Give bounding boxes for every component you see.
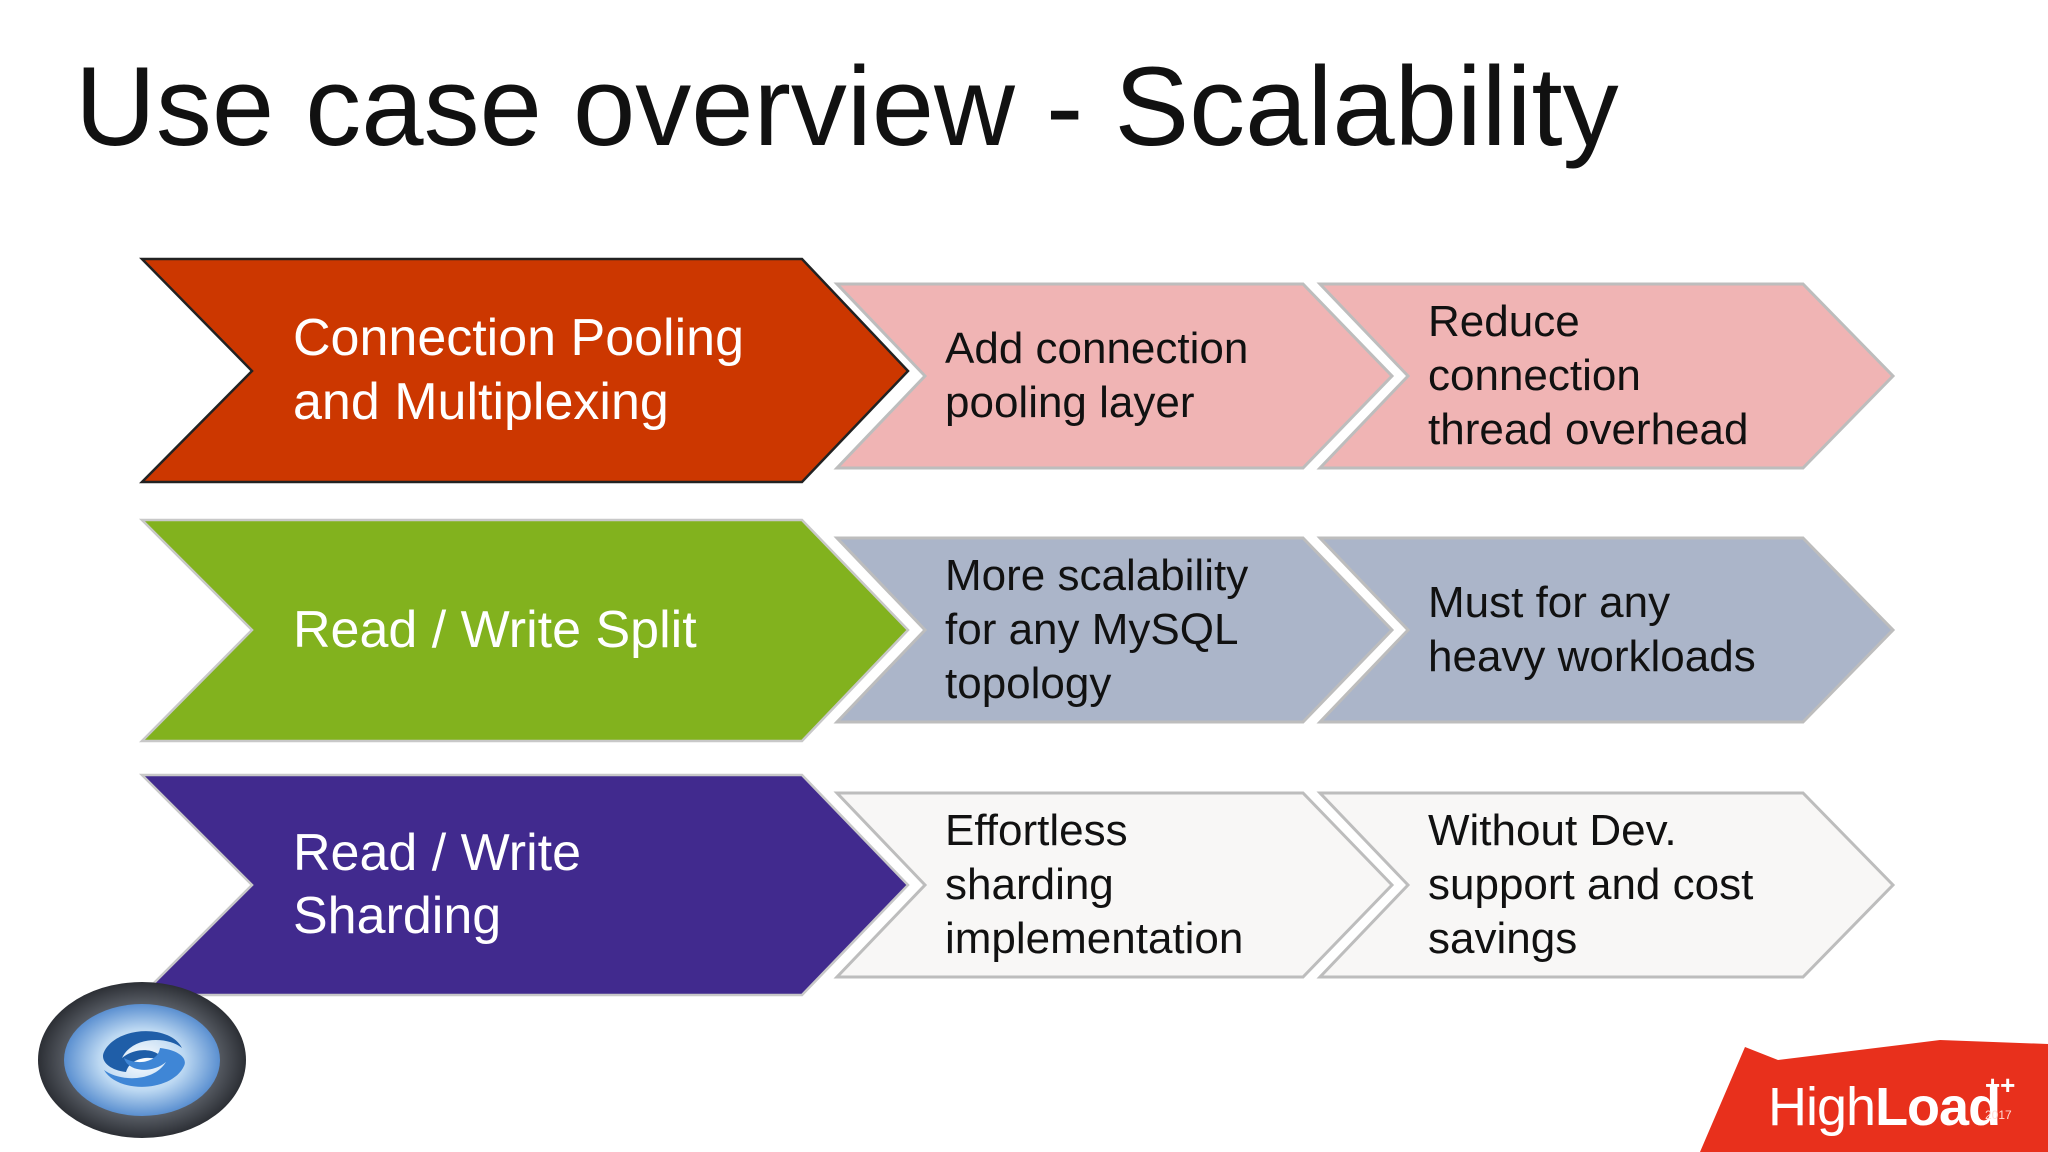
highload-banner (1700, 1040, 2048, 1152)
swirl-gear-icon (38, 982, 246, 1138)
highload-logo: HighLoad (1768, 1077, 2001, 1137)
main-chevron (139, 257, 910, 484)
row-read-write-sharding (138, 773, 1896, 997)
row-2-heading: Read / Write Split (293, 600, 697, 659)
step-chevron-1 (833, 791, 1395, 979)
slide-title: Use case overview - Scalability (75, 44, 1619, 169)
row-1-step-1: Add connection pooling layer (945, 324, 1249, 427)
row-2-step-1: More scalability for any MySQL topology (945, 551, 1249, 708)
row-3-heading: Read / Write Sharding (293, 823, 582, 945)
main-chevron (138, 773, 910, 997)
highload-plus: ++ (1985, 1070, 2016, 1100)
row-connection-pooling (139, 257, 1896, 484)
row-1-step-2: Reduce connection thread overhead (1428, 297, 1749, 454)
step-chevron-2 (1316, 282, 1896, 470)
row-2-step-2: Must for any heavy workloads (1428, 578, 1756, 681)
step-chevron-1 (833, 282, 1395, 470)
highload-year: 2017 (1985, 1108, 2012, 1122)
step-chevron-1 (833, 536, 1395, 724)
row-1-heading: Connection Pooling and Multiplexing (293, 309, 744, 431)
row-3-step-2: Without Dev. support and cost savings (1428, 806, 1754, 963)
row-read-write-split (138, 518, 1896, 743)
row-3-step-1: Effortless sharding implementation (945, 806, 1244, 963)
main-chevron (138, 518, 910, 743)
step-chevron-2 (1316, 791, 1896, 979)
step-chevron-2 (1316, 536, 1896, 724)
